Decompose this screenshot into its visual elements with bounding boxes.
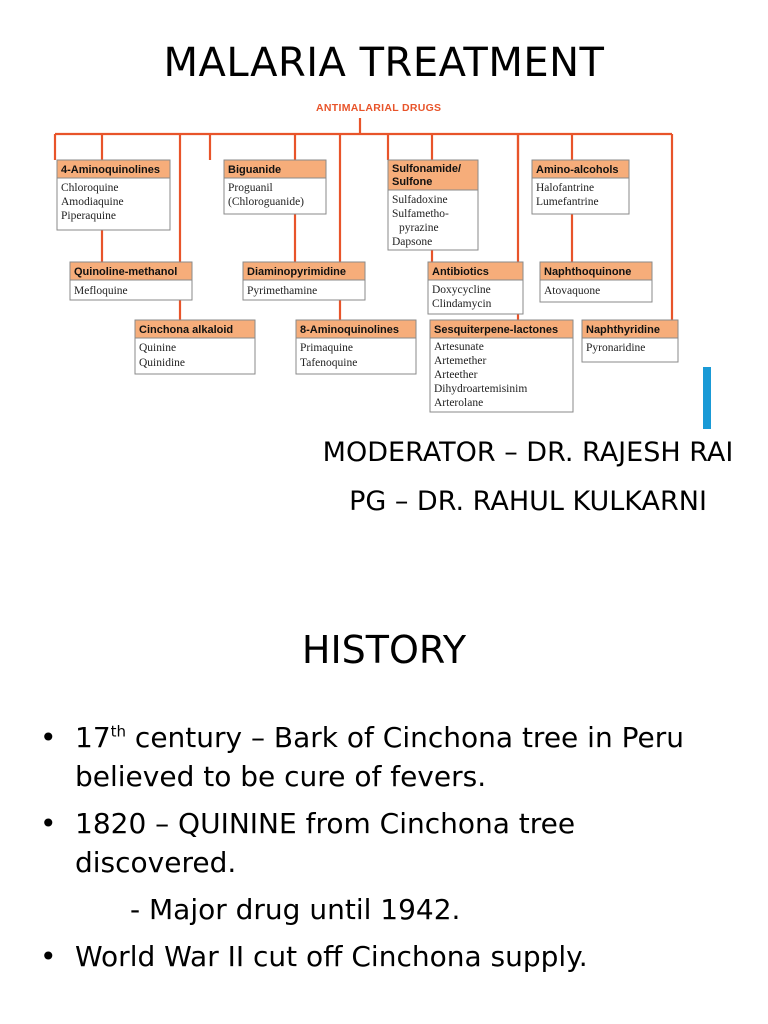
svg-text:Quinoline-methanol: Quinoline-methanol: [74, 266, 177, 278]
svg-text:Sulfone: Sulfone: [392, 176, 432, 188]
svg-text:Artemether: Artemether: [434, 355, 487, 367]
svg-text:Clindamycin: Clindamycin: [432, 298, 492, 310]
history-heading: HISTORY: [301, 628, 467, 672]
svg-text:Proguanil: Proguanil: [228, 182, 273, 194]
bullet-dot: •: [40, 807, 57, 840]
class-diaminopyrimidine: Diaminopyrimidine Pyrimethamine: [242, 261, 366, 301]
bullet-text: 1820 – QUININE from Cinchona tree discov…: [75, 807, 576, 879]
history-bullets: • 17th century – Bark of Cinchona tree i…: [40, 718, 740, 984]
svg-text:Amodiaquine: Amodiaquine: [61, 196, 124, 208]
class-amino-alcohols: Amino-alcohols Halofantrine Lumefantrine: [531, 159, 630, 215]
svg-text:Dihydroartemisinim: Dihydroartemisinim: [434, 383, 527, 395]
svg-text:Sulfadoxine: Sulfadoxine: [392, 194, 448, 206]
class-naphthoquinone: Naphthoquinone Atovaquone: [539, 261, 653, 303]
svg-text:Primaquine: Primaquine: [300, 342, 353, 354]
svg-text:8-Aminoquinolines: 8-Aminoquinolines: [300, 324, 399, 336]
svg-text:Amino-alcohols: Amino-alcohols: [536, 164, 619, 176]
svg-text:Atovaquone: Atovaquone: [544, 285, 600, 297]
svg-text:Quinidine: Quinidine: [139, 357, 185, 369]
class-sulfonamide-sulfone: Sulfonamide/ Sulfone Sulfadoxine Sulfame…: [387, 159, 479, 251]
bullet-item: • 1820 – QUININE from Cinchona tree disc…: [40, 804, 740, 882]
class-sesquiterpene-lactones: Sesquiterpene-lactones Artesunate Arteme…: [429, 319, 574, 413]
svg-text:Lumefantrine: Lumefantrine: [536, 196, 599, 208]
svg-text:Sulfametho-: Sulfametho-: [392, 208, 449, 220]
bullet-item: • 17th century – Bark of Cinchona tree i…: [40, 718, 740, 796]
svg-text:Chloroquine: Chloroquine: [61, 182, 119, 194]
class-naphthyridine: Naphthyridine Pyronaridine: [581, 319, 679, 363]
svg-text:Doxycycline: Doxycycline: [432, 284, 491, 296]
slide-title: MALARIA TREATMENT: [163, 40, 605, 86]
class-antibiotics: Antibiotics Doxycycline Clindamycin: [427, 261, 524, 315]
svg-text:Sesquiterpene-lactones: Sesquiterpene-lactones: [434, 324, 558, 336]
svg-text:Dapsone: Dapsone: [392, 236, 432, 248]
svg-text:Diaminopyrimidine: Diaminopyrimidine: [247, 266, 346, 278]
bullet-item: • World War II cut off Cinchona supply.: [40, 937, 740, 976]
svg-text:Biguanide: Biguanide: [228, 164, 281, 176]
svg-text:Mefloquine: Mefloquine: [74, 285, 128, 297]
bullet-dot: •: [40, 721, 57, 754]
svg-text:Antibiotics: Antibiotics: [432, 266, 489, 278]
bullet-superscript: th: [110, 722, 127, 741]
antimalarial-drugs-diagram: ANTIMALARIAL DRUGS 4-Aminoquinolines Chl…: [53, 102, 679, 413]
bullet-text: century – Bark of Cinchona tree in Peru …: [75, 721, 684, 793]
svg-text:Artesunate: Artesunate: [434, 341, 484, 353]
class-quinoline-methanol: Quinoline-methanol Mefloquine: [69, 261, 193, 301]
svg-text:Halofantrine: Halofantrine: [536, 182, 594, 194]
bullet-text-year: 17: [75, 721, 111, 754]
bullet-text: World War II cut off Cinchona supply.: [75, 940, 588, 973]
svg-text:Naphthoquinone: Naphthoquinone: [544, 266, 631, 278]
sub-bullet-text: - Major drug until 1942.: [130, 893, 461, 926]
bullet-dot: •: [40, 940, 57, 973]
svg-text:Tafenoquine: Tafenoquine: [300, 357, 357, 369]
moderator-line: MODERATOR – DR. RAJESH RAI: [322, 437, 734, 468]
svg-text:Pyronaridine: Pyronaridine: [586, 342, 645, 354]
class-8-aminoquinolines: 8-Aminoquinolines Primaquine Tafenoquine: [295, 319, 417, 375]
svg-text:Quinine: Quinine: [139, 342, 176, 354]
svg-text:pyrazine: pyrazine: [399, 222, 439, 234]
pg-line: PG – DR. RAHUL KULKARNI: [349, 486, 707, 517]
svg-text:4-Aminoquinolines: 4-Aminoquinolines: [61, 164, 160, 176]
svg-text:Sulfonamide/: Sulfonamide/: [392, 163, 461, 175]
svg-text:Naphthyridine: Naphthyridine: [586, 324, 660, 336]
svg-text:Arterolane: Arterolane: [434, 397, 483, 409]
class-biguanide: Biguanide Proguanil (Chloroguanide): [223, 159, 327, 215]
class-cinchona-alkaloid: Cinchona alkaloid Quinine Quinidine: [134, 319, 256, 375]
svg-text:Pyrimethamine: Pyrimethamine: [247, 285, 317, 297]
class-4-aminoquinolines: 4-Aminoquinolines Chloroquine Amodiaquin…: [56, 159, 171, 231]
diagram-root-label: ANTIMALARIAL DRUGS: [316, 102, 441, 114]
svg-text:Arteether: Arteether: [434, 369, 478, 381]
accent-bar: [703, 367, 711, 429]
svg-text:Piperaquine: Piperaquine: [61, 210, 116, 222]
svg-text:Cinchona alkaloid: Cinchona alkaloid: [139, 324, 233, 336]
svg-text:(Chloroguanide): (Chloroguanide): [228, 196, 304, 208]
